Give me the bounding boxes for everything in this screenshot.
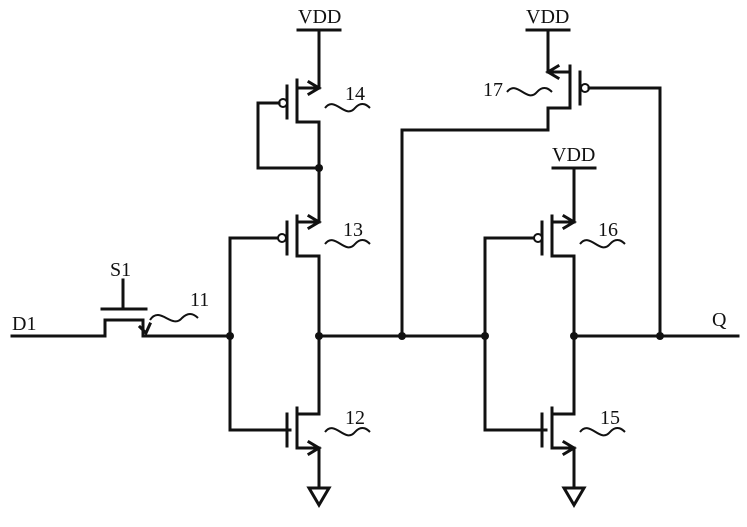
label-q: Q (712, 309, 727, 331)
leader-15 (579, 426, 626, 437)
transistor-14: 14 (256, 78, 371, 172)
transistor-13: 13 (277, 166, 371, 338)
vdd-16: VDD (551, 144, 597, 224)
label-vdd: VDD (298, 6, 341, 28)
ground-icon (561, 486, 587, 508)
label-d1: D1 (12, 313, 36, 335)
label-12: 12 (345, 407, 365, 429)
vdd-14: VDD (296, 6, 342, 82)
label-vdd-3: VDD (552, 144, 595, 166)
vdd-17: VDD (525, 6, 571, 68)
transistor-15: 15 (540, 334, 626, 508)
label-11: 11 (190, 289, 209, 311)
leader-14 (324, 102, 371, 113)
label-s1: S1 (110, 259, 131, 281)
transistor-12: 12 (285, 334, 371, 508)
label-13: 13 (343, 219, 363, 241)
label-14: 14 (345, 83, 365, 105)
leader-11 (149, 312, 199, 323)
label-15: 15 (600, 407, 620, 429)
label-17: 17 (483, 79, 503, 101)
label-vdd-2: VDD (526, 6, 569, 28)
input-d1: D1 (10, 313, 107, 338)
ground-icon (306, 486, 332, 508)
leader-17 (506, 86, 553, 97)
node-inv1-input (226, 236, 292, 432)
node-inv2-input (483, 236, 548, 432)
output-q: Q (570, 309, 740, 340)
transistor-17: 17 (483, 63, 662, 338)
leader-13 (324, 238, 371, 249)
node-inv1-output (315, 106, 550, 340)
label-16: 16 (598, 219, 618, 241)
transistor-11: S1 11 (100, 259, 232, 338)
leader-16 (579, 238, 626, 249)
leader-12 (324, 426, 371, 437)
junction-dot (226, 332, 234, 340)
transistor-16: 16 (533, 213, 626, 338)
